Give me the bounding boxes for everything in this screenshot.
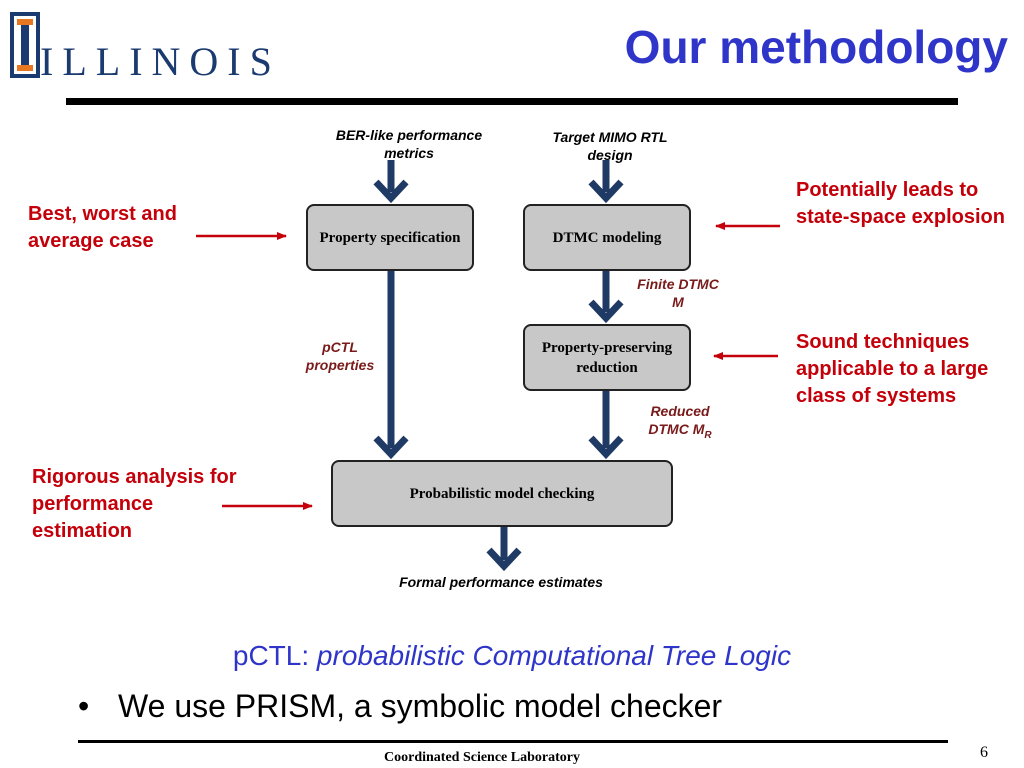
flow-arrow-reduction-to-checking [588, 390, 624, 460]
bullet-mark: • [78, 688, 90, 724]
pctl-meaning: probabilistic Computational Tree Logic [316, 640, 792, 671]
page-number: 6 [980, 744, 988, 761]
flow-arrow-property-to-checking [373, 270, 409, 460]
flow-arrow-dtmc-to-reduction [588, 270, 624, 324]
title-divider [66, 98, 958, 105]
output-label-formal-estimates: Formal performance estimates [399, 574, 603, 590]
property-specification-box: Property specification [306, 204, 474, 271]
edge-label-reduced-dtmc: Reduced DTMC MR [630, 402, 730, 445]
logo-wordmark: ILLINOIS [40, 39, 281, 84]
edge-label-finite-dtmc: Finite DTMC M [637, 276, 719, 310]
edge-label-reduced-subscript: R [704, 429, 712, 441]
footer-divider [78, 740, 948, 743]
flow-arrow-target-to-dtmc [588, 160, 624, 204]
university-logo [8, 6, 248, 84]
pctl-definition: pCTL: probabilistic Computational Tree L… [0, 640, 1024, 672]
note-state-space-explosion: Potentially leads to state-space explosi… [796, 179, 1005, 228]
bullet-text: We use PRISM, a symbolic model checker [118, 688, 723, 724]
flow-arrow-ber-to-property [373, 160, 409, 204]
flow-arrow-checking-to-output [486, 526, 522, 572]
probabilistic-model-checking-box: Probabilistic model checking [331, 460, 673, 527]
input-label-target-design: Target MIMO RTL design [552, 129, 668, 163]
edge-label-reduced-text: Reduced DTMC M [648, 403, 710, 437]
input-label-ber-metrics: BER-like performance metrics [335, 127, 483, 161]
dtmc-modeling-box: DTMC modeling [523, 204, 691, 271]
footer-lab-name: Coordinated Science Laboratory [384, 750, 580, 765]
note-rigorous-analysis: Rigorous analysis for performance estima… [32, 466, 237, 542]
pctl-term: pCTL: [232, 640, 317, 671]
edge-label-pctl-properties: pCTL properties [305, 339, 375, 373]
note-best-worst-average: Best, worst and average case [28, 203, 177, 252]
bullet-item: • We use PRISM, a symbolic model checker [78, 688, 722, 725]
note-sound-techniques: Sound techniques applicable to a large c… [796, 331, 989, 407]
property-preserving-reduction-box: Property-preserving reduction [523, 324, 691, 391]
slide-title: Our methodology [624, 21, 1008, 73]
logo-block-i-icon [10, 12, 40, 78]
